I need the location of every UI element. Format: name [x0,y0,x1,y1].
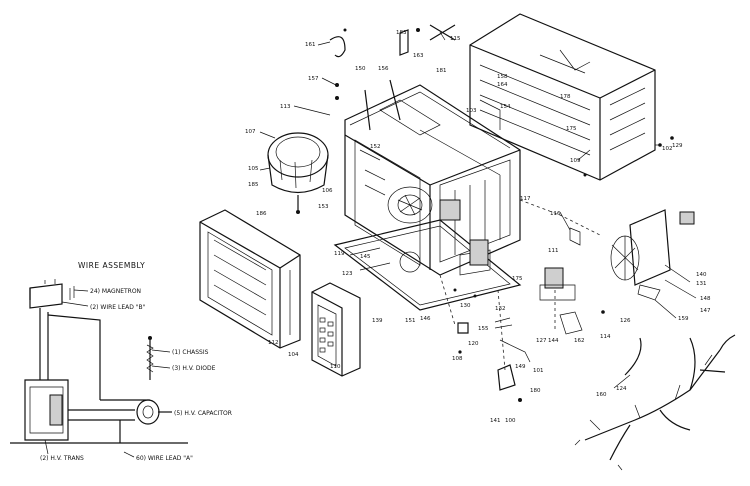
callout: 185 [248,182,259,188]
small-parts [329,24,642,402]
label-hv-capacitor: (5) H.V. CAPACITOR [174,410,232,417]
callout: 186 [256,211,267,217]
callout: 159 [678,316,689,322]
callout: 110 [330,364,341,370]
callout: 183 [396,30,407,36]
callout: 130 [460,303,471,309]
magnetron-part [267,132,329,214]
callout: 178 [560,94,571,100]
callout: 126 [620,318,631,324]
callout: 152 [370,144,381,150]
callout: 141 [490,418,501,424]
callout: 146 [420,316,431,322]
part-callouts: 161 157 150 183 156 163 181 158 164 115 … [245,30,711,424]
callout: 119 [334,251,345,257]
callout: 144 [548,338,559,344]
callout: 157 [308,76,319,82]
label-magnetron: 24) MAGNETRON [90,288,141,295]
label-chassis: (1) CHASSIS [172,349,209,356]
callout: 115 [450,36,461,42]
callout: 162 [574,338,585,344]
callout: 150 [355,66,366,72]
callout: 155 [478,326,489,332]
wire-assembly-title: WIRE ASSEMBLY [78,261,145,270]
callout: 175 [566,126,577,132]
callout: 116 [550,211,561,217]
callout: 103 [466,108,477,114]
callout: 109 [570,158,581,164]
callout: 149 [515,364,526,370]
callout: 101 [533,368,544,374]
label-wire-lead-b: (2) WIRE LEAD "B" [90,304,146,311]
callout: 100 [505,418,516,424]
callout: 112 [268,340,279,346]
callout: 105 [248,166,259,172]
door-assembly [199,209,301,349]
callout: 127 [536,338,547,344]
label-wire-lead-a: 60) WIRE LEAD "A" [136,455,193,462]
callout: 107 [245,129,256,135]
callout: 129 [672,143,683,149]
callout: 111 [548,248,559,254]
wire-assembly: WIRE ASSEMBLY 24) MAGNETRON (2) WIRE [10,261,232,462]
label-hv-trans: (2) H.V. TRANS [40,455,84,462]
fan-assembly [539,209,695,301]
base-plate [333,219,522,311]
callout: 131 [696,281,707,287]
callout: 145 [360,254,371,260]
label-hv-diode: (3) H.V. DIODE [172,365,216,372]
oven-cavity [344,79,521,276]
callout: 158 [497,74,508,80]
outer-cabinet [469,13,674,181]
callout: 161 [305,42,316,48]
callout: 164 [497,82,508,88]
callout: 160 [596,392,607,398]
callout: 113 [280,104,291,110]
callout: 120 [468,341,479,347]
callout: 154 [500,104,511,110]
callout: 140 [696,272,707,278]
callout: 148 [700,296,711,302]
callout: 175 [512,276,523,282]
callout: 156 [378,66,389,72]
callout: 104 [288,352,299,358]
callout: 139 [372,318,383,324]
callout: 124 [616,386,627,392]
callout: 102 [662,146,673,152]
wire-harness [574,334,736,471]
callout: 181 [436,68,447,74]
callout: 123 [342,271,353,277]
callout: 151 [405,318,416,324]
callout: 180 [530,388,541,394]
callout: 132 [495,306,506,312]
callout: 153 [318,204,329,210]
callout: 147 [700,308,711,314]
callout: 117 [520,196,531,202]
callout: 163 [413,53,424,59]
callout: 114 [600,334,611,340]
control-panel [311,282,361,377]
leader-lines [259,31,697,389]
callout: 108 [452,356,463,362]
callout: 106 [322,188,333,194]
